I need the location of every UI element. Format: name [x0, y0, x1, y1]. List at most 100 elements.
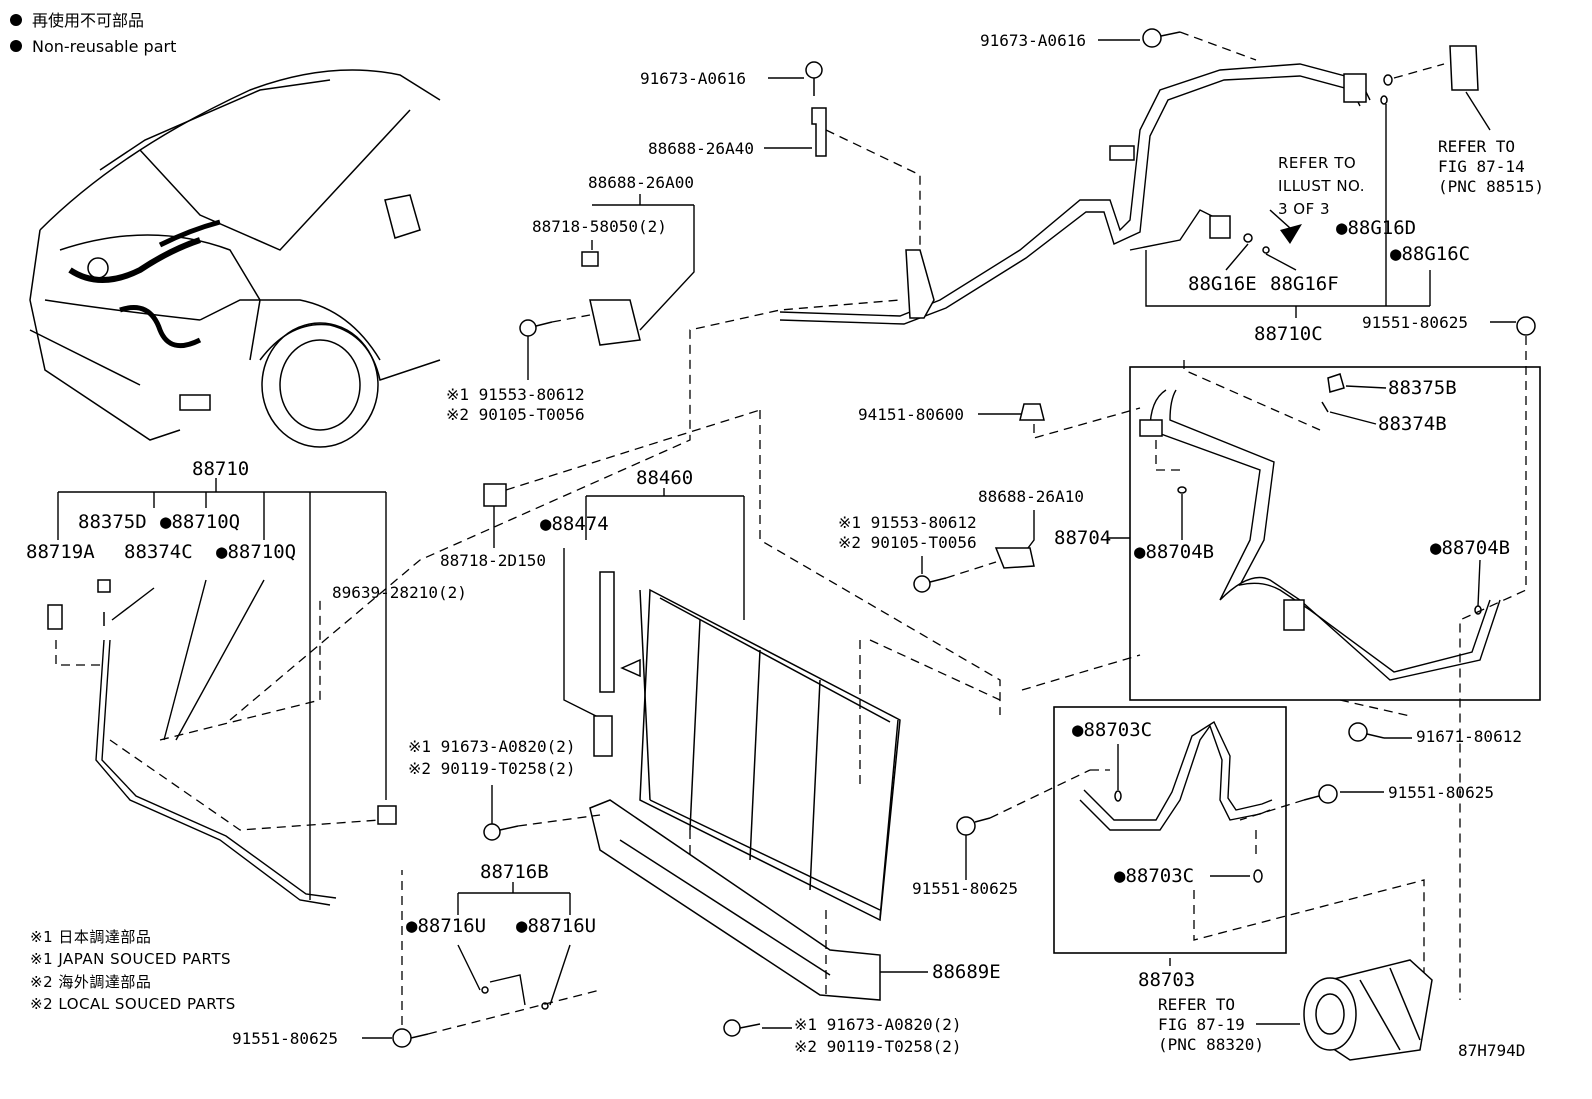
ref-fig-87-19-line3: (PNC 88320) — [1158, 1035, 1264, 1054]
part-group-box-88703 — [1053, 706, 1287, 954]
group-top-center-brackets: 91673-A0616 88688-26A40 88688-26A00 8871… — [229, 61, 921, 721]
group-88460-condenser: 88460 ●88474 — [540, 467, 901, 922]
clamp-part — [1109, 145, 1135, 161]
group-88710-leaders: 88710 88375D ●88710Q 88719A 88374C ●8871… — [26, 458, 467, 906]
part-label-91673-a0820-a: ※1 91673-A0820(2) — [408, 737, 576, 756]
part-label-88719a: 88719A — [26, 541, 95, 563]
footnote-1: ※1 日本調達部品 — [30, 928, 151, 946]
group-91671-80612: 91671-80612 91551-80625 — [1239, 699, 1522, 821]
part-label-91553-80612-a: ※1 91553-80612 — [446, 385, 585, 404]
group-88710c: 91673-A0616 REFER TO FIG 87-14 (PNC 8851… — [779, 28, 1544, 1000]
part-label-91551-80625-bl: 91551-80625 — [232, 1029, 338, 1048]
group-88716b: 88716B ●88716U ●88716U 91551-80625 — [232, 861, 601, 1048]
footnotes: ※1 日本調達部品 ※1 JAPAN SOUCED PARTS ※2 海外調達部… — [30, 928, 236, 1013]
nut-part — [1019, 403, 1045, 421]
part-label-88g16c: ●88G16C — [1390, 243, 1470, 265]
part-label-91673-a0616-mid: 91673-A0616 — [640, 69, 746, 88]
valve-cap-part — [97, 579, 111, 593]
bolt-part — [956, 816, 976, 836]
legend-jp-text: 再使用不可部品 — [32, 11, 144, 30]
bracket-part — [811, 107, 827, 157]
footnote-4: ※2 LOCAL SOUCED PARTS — [30, 995, 236, 1013]
discharge-pipe-part — [95, 639, 331, 906]
ref-fig-87-19-line2: FIG 87-19 — [1158, 1015, 1245, 1034]
figure-code: 87H794D — [1458, 1041, 1525, 1060]
ref-fig-87-14-line3: (PNC 88515) — [1438, 177, 1544, 196]
pressure-sensor-part — [47, 604, 63, 630]
ref-illust-line3: 3 OF 3 — [1278, 200, 1330, 218]
part-label-88703c-b: ●88703C — [1114, 865, 1194, 887]
condenser-core-part — [639, 588, 901, 922]
part-label-88716u-a: ●88716U — [406, 915, 486, 937]
pressure-switch-part — [1449, 45, 1479, 91]
discharge-hose-part — [1079, 724, 1271, 831]
suction-hose-part — [1149, 389, 1501, 681]
part-label-88710c: 88710C — [1254, 323, 1323, 345]
part-label-91673-a0616-top: 91673-A0616 — [980, 31, 1086, 50]
part-label-88460: 88460 — [636, 467, 693, 489]
group-88689e: 88689E ※1 91673-A0820(2) ※2 90119-T0258(… — [408, 737, 1001, 1056]
part-label-94151-80600: 94151-80600 — [858, 405, 964, 424]
part-label-88688-26a10: 88688-26A10 — [978, 487, 1084, 506]
part-label-91671-80612: 91671-80612 — [1416, 727, 1522, 746]
footnote-3: ※2 海外調達部品 — [30, 973, 151, 991]
liquid-pipe-part — [489, 974, 526, 1006]
suction-pipe-part — [779, 63, 1371, 317]
ref-fig-87-14-line2: FIG 87-14 — [1438, 157, 1525, 176]
bolt-part — [1142, 28, 1162, 48]
part-label-88375b: 88375B — [1388, 377, 1457, 399]
part-label-88710: 88710 — [192, 458, 249, 480]
part-label-88704b-b: ●88704B — [1430, 537, 1510, 559]
part-label-88688-26a00: 88688-26A00 — [588, 173, 694, 192]
part-label-90119-t0258-b: ※2 90119-T0258(2) — [794, 1037, 962, 1056]
part-label-91551-80625-tr: 91551-80625 — [1362, 313, 1468, 332]
part-label-91551-80625-mid: 91551-80625 — [912, 879, 1018, 898]
ref-illust-line1: REFER TO — [1278, 154, 1356, 172]
part-label-88710q-a: ●88710Q — [160, 511, 240, 533]
ref-fig-87-19-line1: REFER TO — [1158, 995, 1235, 1014]
bolt-part — [519, 319, 537, 337]
part-label-90119-t0258-a: ※2 90119-T0258(2) — [408, 759, 576, 778]
part-label-90105-t0056-b: ※2 90105-T0056 — [838, 533, 977, 552]
part-label-91553-80612-b: ※1 91553-80612 — [838, 513, 977, 532]
arrow-icon — [1280, 224, 1302, 244]
non-reusable-marker-icon — [10, 14, 22, 26]
part-label-88703: 88703 — [1138, 969, 1195, 991]
part-label-88716u-b: ●88716U — [516, 915, 596, 937]
part-label-88689e: 88689E — [932, 961, 1001, 983]
part-label-88718-2d150: 88718-2D150 — [440, 551, 546, 570]
ref-fig-87-14-line1: REFER TO — [1438, 137, 1515, 156]
bolt-part — [1318, 784, 1338, 804]
fitting-part — [1343, 73, 1367, 103]
footnote-2: ※1 JAPAN SOUCED PARTS — [30, 950, 231, 968]
part-label-91673-a0820-b: ※1 91673-A0820(2) — [794, 1015, 962, 1034]
bolt-part — [913, 575, 931, 593]
part-label-88710q-b: ●88710Q — [216, 541, 296, 563]
part-label-88704b-a: ●88704B — [1134, 541, 1214, 563]
bolt-part — [1516, 316, 1536, 336]
part-label-88g16e: 88G16E — [1188, 273, 1257, 295]
valve-cap-part — [1327, 373, 1345, 393]
sensor-part — [483, 483, 507, 507]
vehicle-front-illustration — [29, 69, 441, 448]
receiver-dryer-part — [593, 715, 613, 757]
seal-part — [599, 571, 615, 693]
group-88703: ●88703C ●88703C 88703 — [1053, 706, 1425, 991]
radiator-support-part — [589, 799, 881, 1001]
clip-part — [581, 251, 599, 267]
group-88704: 88704 ●88704B ●88704B 88375B 88374B — [1054, 360, 1541, 701]
part-label-88688-26a40: 88688-26A40 — [648, 139, 754, 158]
part-label-88374b: 88374B — [1378, 413, 1447, 435]
pipe-fitting-part — [905, 249, 935, 319]
part-group-box-88704 — [1129, 366, 1541, 701]
compressor-group: REFER TO FIG 87-19 (PNC 88320) 87H794D — [1158, 959, 1525, 1061]
part-label-88374c: 88374C — [124, 541, 193, 563]
clamp-part — [377, 805, 397, 825]
legend: 再使用不可部品 Non-reusable part — [10, 11, 176, 56]
part-label-88g16d: ●88G16D — [1336, 217, 1416, 239]
fitting-part — [1139, 419, 1163, 437]
compressor-pulley-part — [1303, 977, 1357, 1051]
group-middle-right: 91551-80625 88688-26A10 ※1 91553-80612 ※… — [759, 403, 1141, 898]
